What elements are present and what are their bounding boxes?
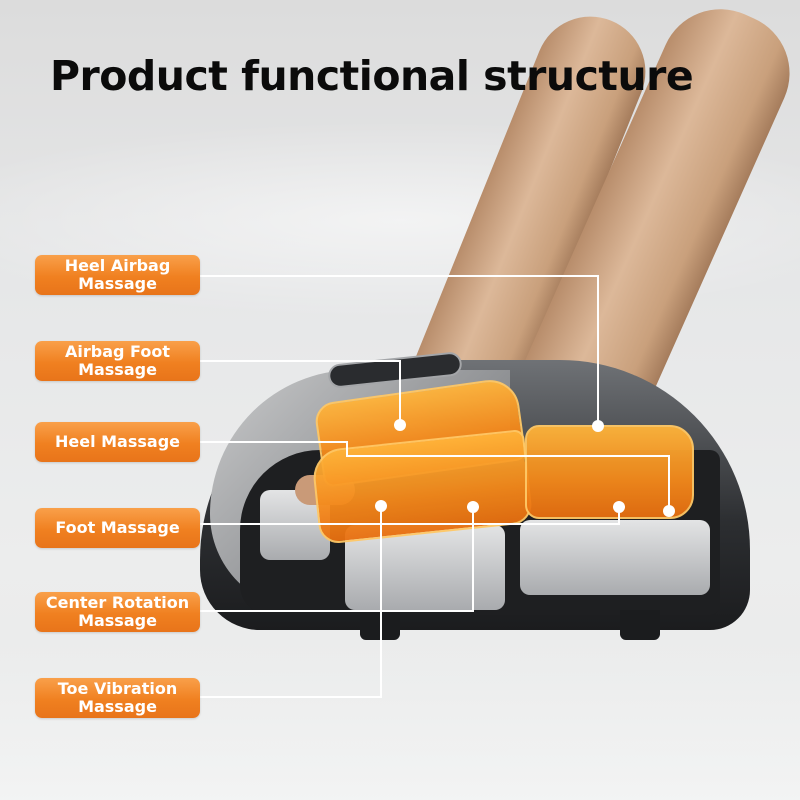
label-heel-airbag-massage: Heel Airbag Massage	[35, 255, 200, 295]
label-text: Heel Massage	[54, 432, 180, 451]
label-text: Center Rotation	[45, 593, 190, 612]
label-text: Massage	[78, 274, 157, 293]
label-text: Massage	[78, 360, 157, 379]
base-foot	[360, 610, 400, 640]
heel-pad	[525, 425, 694, 519]
label-text: Heel Airbag	[64, 256, 171, 275]
label-text: Toe Vibration	[57, 679, 178, 698]
label-text: Massage	[78, 611, 157, 630]
label-airbag-foot-massage: Airbag Foot Massage	[35, 341, 200, 381]
foot-massager-image	[200, 340, 760, 640]
label-toe-vibration-massage: Toe Vibration Massage	[35, 678, 200, 718]
label-heel-massage: Heel Massage	[35, 422, 200, 462]
label-text: Airbag Foot	[65, 342, 170, 361]
page-title: Product functional structure	[50, 52, 694, 100]
label-center-rotation-massage: Center Rotation Massage	[35, 592, 200, 632]
vibration-motor	[520, 520, 710, 595]
label-foot-massage: Foot Massage	[35, 508, 200, 548]
label-text: Massage	[78, 697, 157, 716]
background-floor	[0, 640, 800, 800]
label-text: Foot Massage	[55, 518, 180, 537]
base-foot	[620, 610, 660, 640]
